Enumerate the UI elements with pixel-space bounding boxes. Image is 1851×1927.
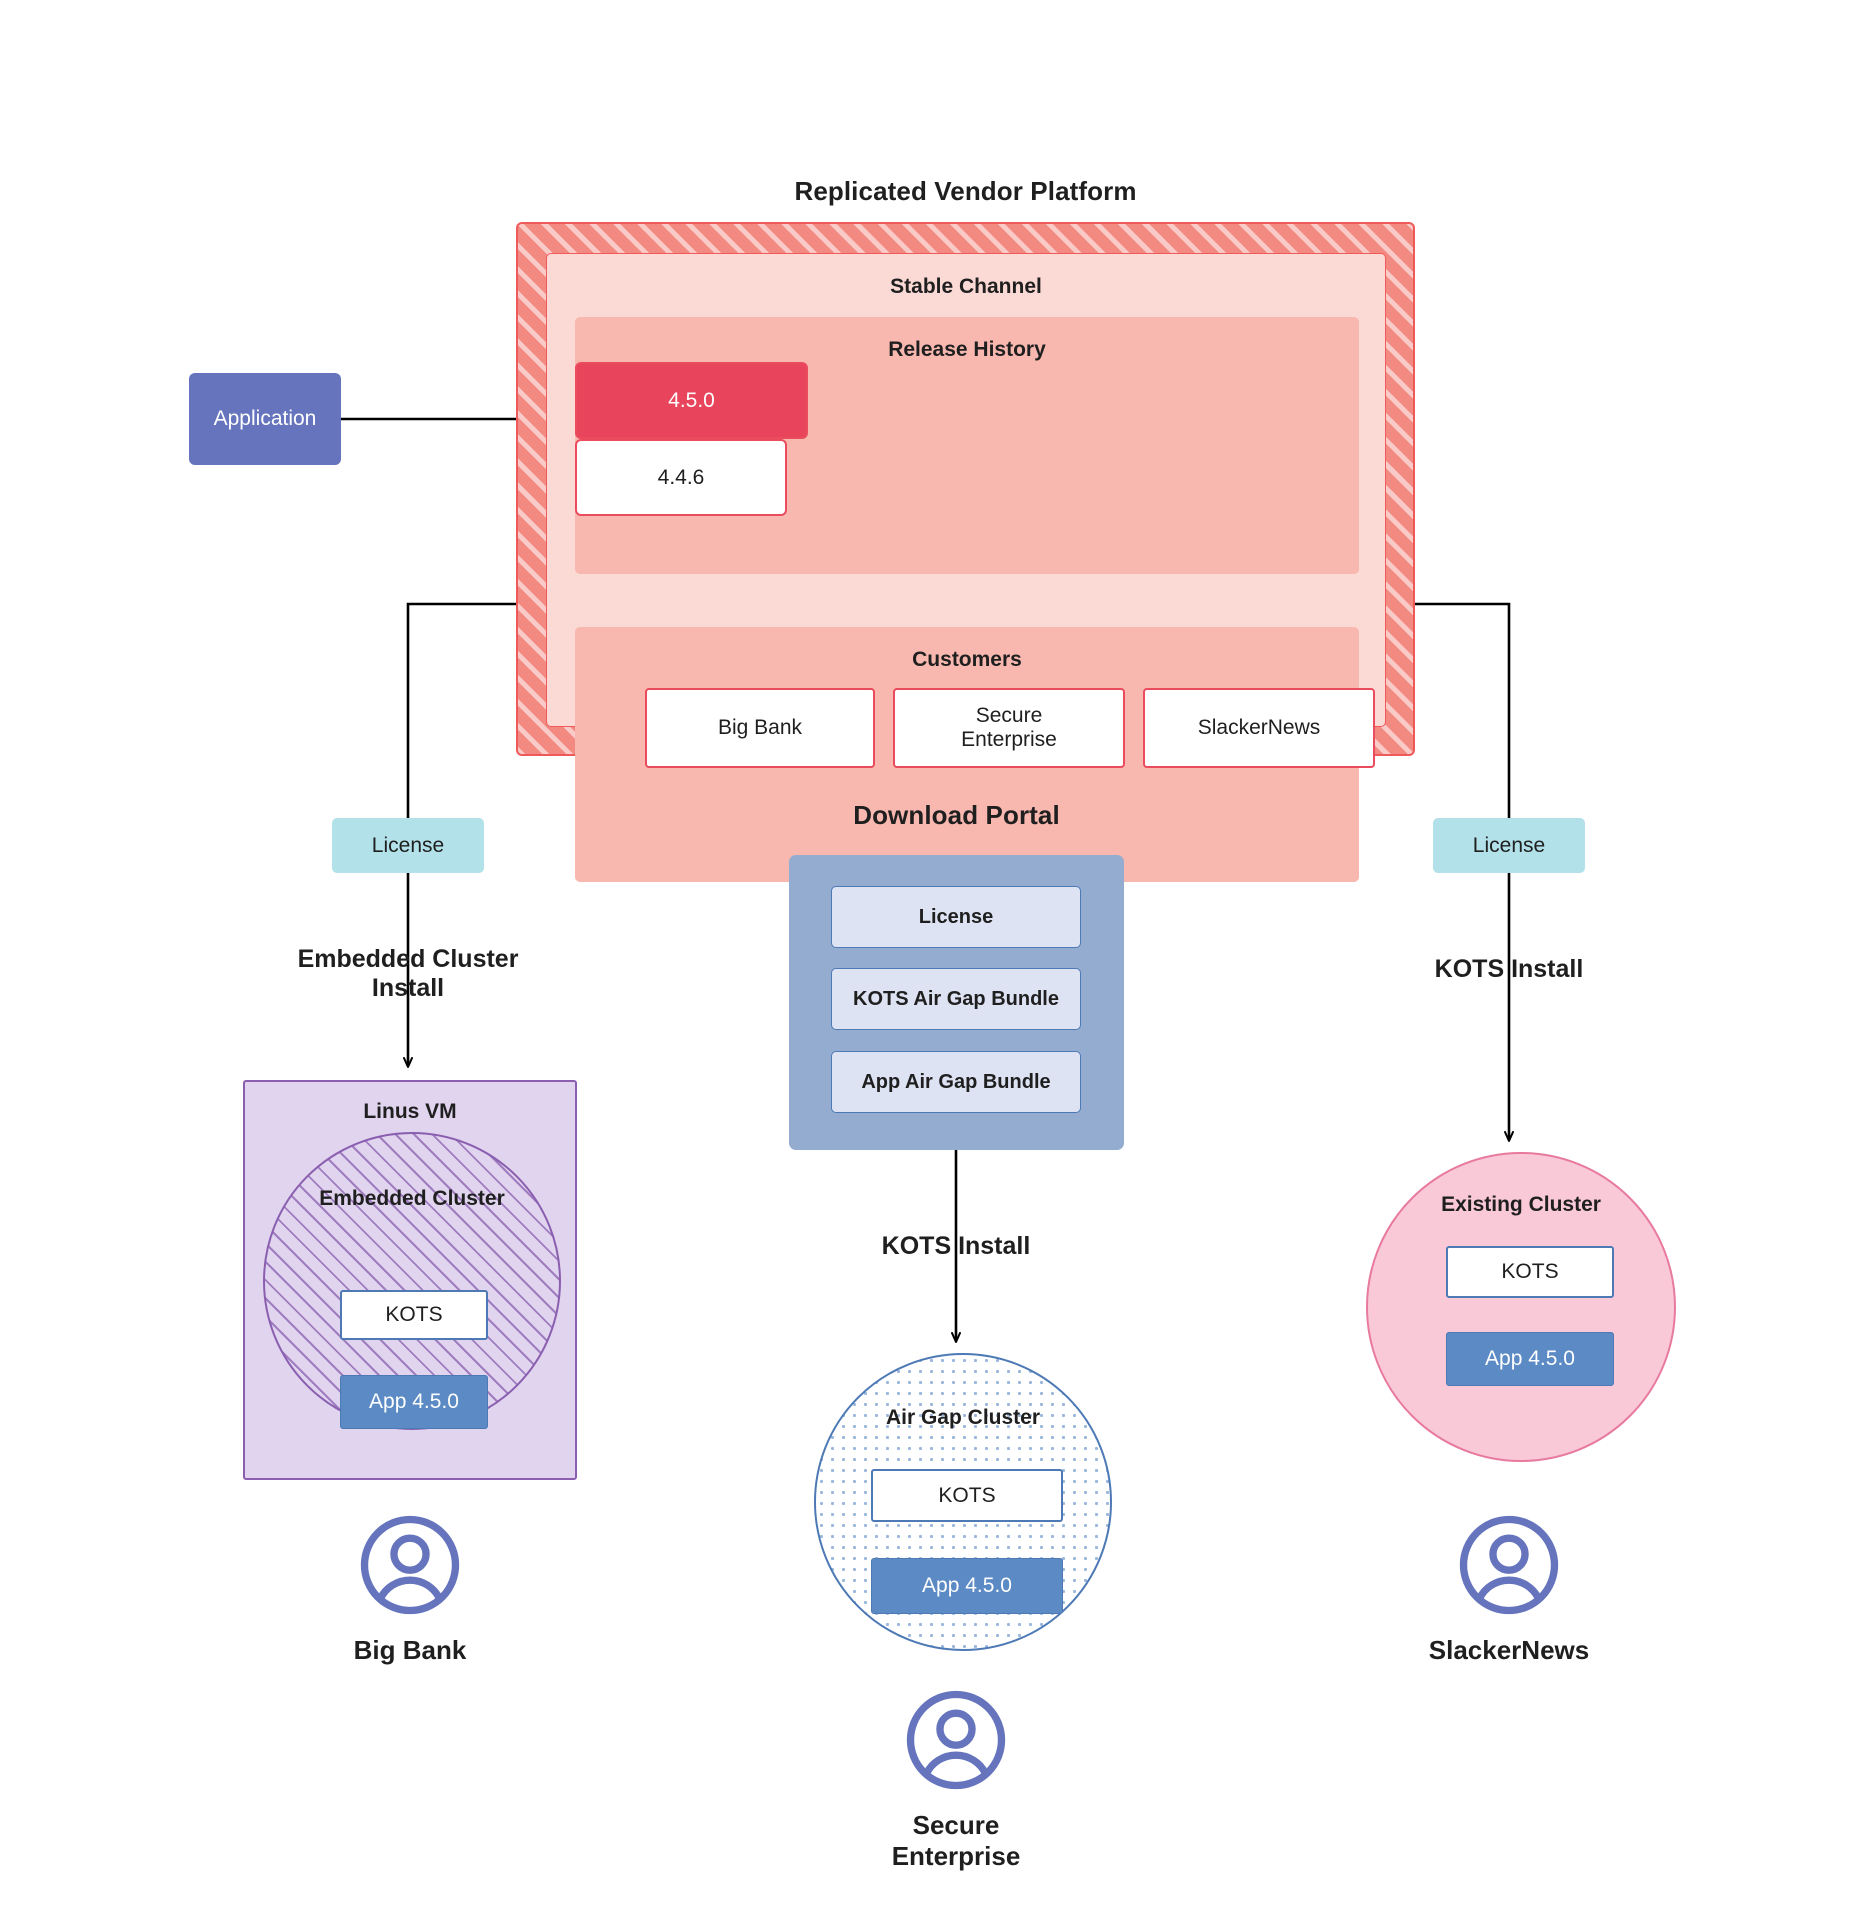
customer-caption: SlackerNews: [1428, 1635, 1590, 1665]
customer-card-slackernews[interactable]: SlackerNews: [1143, 688, 1375, 768]
air-gap-cluster-label: Air Gap Cluster: [885, 1406, 1041, 1429]
edge-label-kots-install-right: KOTS Install: [1434, 955, 1584, 983]
application-node[interactable]: Application: [189, 373, 341, 465]
portal-item-label: License: [918, 905, 994, 928]
customers-heading: Customers: [912, 648, 1022, 671]
portal-item-license[interactable]: License: [831, 886, 1081, 948]
app-label: App 4.5.0: [1485, 1347, 1575, 1370]
portal-item-label: KOTS Air Gap Bundle: [853, 987, 1059, 1010]
kots-label: KOTS: [1501, 1260, 1559, 1283]
kots-node-airgap[interactable]: KOTS: [871, 1469, 1063, 1522]
customer-name: SlackerNews: [1197, 716, 1321, 739]
existing-cluster-container: Existing Cluster KOTS App 4.5.0: [1366, 1152, 1676, 1462]
license-chip-left[interactable]: License: [332, 818, 484, 873]
page-title: Replicated Vendor Platform: [794, 176, 1137, 206]
customer-caption: Big Bank: [353, 1635, 467, 1665]
license-chip-right[interactable]: License: [1433, 818, 1585, 873]
kots-label: KOTS: [385, 1303, 443, 1326]
kots-node-existing[interactable]: KOTS: [1446, 1246, 1614, 1298]
app-node-embedded[interactable]: App 4.5.0: [340, 1375, 488, 1429]
release-version: 4.5.0: [668, 388, 715, 412]
portal-item-label: App Air Gap Bundle: [861, 1070, 1051, 1093]
embedded-cluster-container: Embedded Cluster KOTS App 4.5.0: [263, 1132, 561, 1430]
embedded-cluster-label: Embedded Cluster: [319, 1187, 505, 1210]
release-history-group: Release History 4.5.0 4.4.6: [575, 317, 1359, 574]
user-avatar-icon: [360, 1515, 460, 1615]
user-avatar-icon: [906, 1690, 1006, 1790]
stable-channel-heading: Stable Channel: [890, 275, 1042, 298]
customer-name: Big Bank: [717, 716, 803, 739]
download-portal-title: Download Portal: [853, 800, 1060, 830]
release-version: 4.4.6: [657, 465, 705, 489]
portal-item-kots-air-gap-bundle[interactable]: KOTS Air Gap Bundle: [831, 968, 1081, 1030]
app-label: App 4.5.0: [369, 1390, 459, 1413]
edge-label-kots-install-center: KOTS Install: [881, 1232, 1031, 1260]
application-label: Application: [213, 407, 317, 430]
app-node-airgap[interactable]: App 4.5.0: [871, 1558, 1063, 1614]
license-label: License: [371, 833, 445, 857]
user-avatar-icon: [1459, 1515, 1559, 1615]
air-gap-cluster-container: Air Gap Cluster KOTS App 4.5.0: [814, 1353, 1112, 1651]
customer-card-big-bank[interactable]: Big Bank: [645, 688, 875, 768]
app-label: App 4.5.0: [922, 1574, 1012, 1597]
portal-item-app-air-gap-bundle[interactable]: App Air Gap Bundle: [831, 1051, 1081, 1113]
kots-label: KOTS: [938, 1483, 996, 1507]
customer-avatar-slackernews: SlackerNews: [1409, 1513, 1609, 1666]
release-card-previous[interactable]: 4.4.6: [575, 439, 787, 516]
vendor-platform-container: Stable Channel Release History 4.5.0 4.4…: [516, 222, 1415, 882]
release-history-heading: Release History: [888, 338, 1046, 361]
app-node-existing[interactable]: App 4.5.0: [1446, 1332, 1614, 1386]
existing-cluster-label: Existing Cluster: [1441, 1193, 1601, 1216]
kots-node-embedded[interactable]: KOTS: [340, 1290, 488, 1340]
linux-vm-label: Linus VM: [363, 1100, 457, 1123]
linux-vm-container: Linus VM Embedded Cluster KOTS App 4.5.0: [243, 1080, 577, 1480]
stable-channel-container: Stable Channel Release History 4.5.0 4.4…: [546, 253, 1386, 882]
license-label: License: [1472, 833, 1546, 857]
release-card-current[interactable]: 4.5.0: [575, 362, 808, 439]
download-portal-container: License KOTS Air Gap Bundle App Air Gap …: [789, 855, 1124, 1150]
customer-avatar-big-bank: Big Bank: [310, 1513, 510, 1666]
